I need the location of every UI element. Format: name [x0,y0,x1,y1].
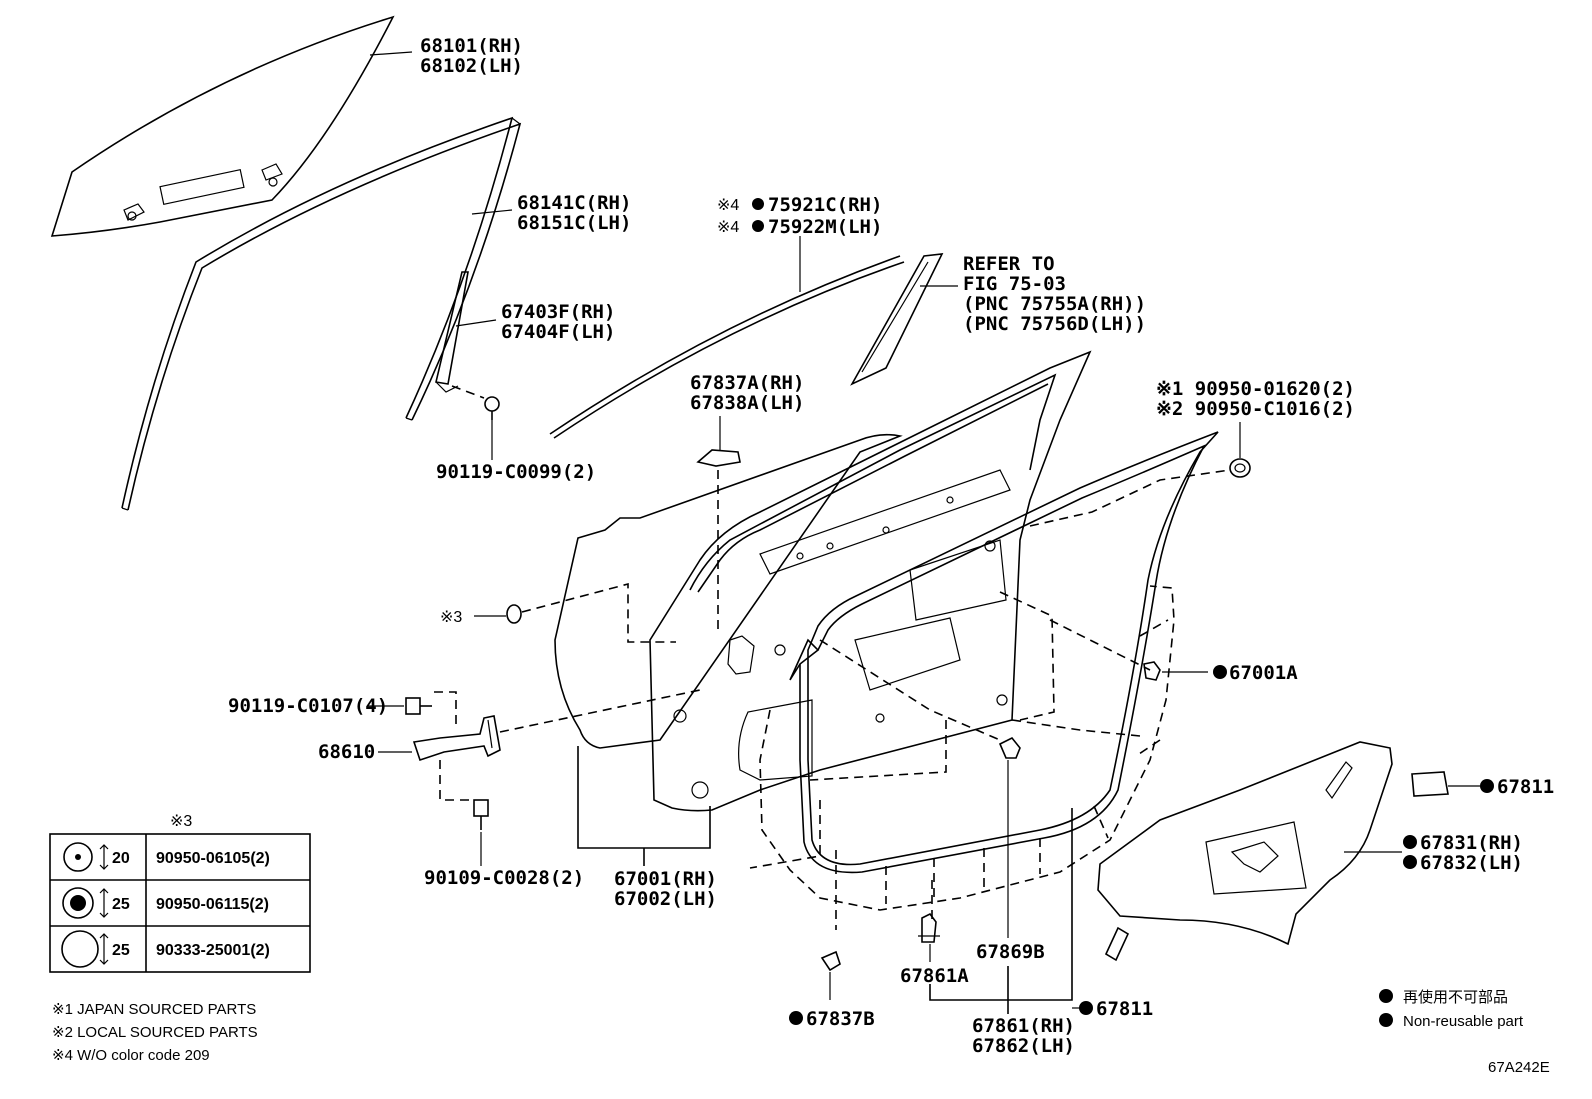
legend-jp: 再使用不可部品 [1403,989,1508,1006]
plug-medium-icon [62,887,94,919]
door-panel-inner-drawing [649,350,1092,812]
glass-run-drawing [121,116,522,511]
legend-dot-icon [1379,1013,1393,1027]
label-67837a: 67837A(RH) [690,372,804,394]
label-68151c: 68151C(LH) [517,212,631,234]
note-color-code: ※4 W/O color code 209 [52,1047,210,1064]
label-68102: 68102(LH) [420,55,523,77]
label-67831: 67831(RH) [1420,832,1523,854]
label-67811-bottom: 67811 [1096,998,1153,1020]
garnish-drawing [850,253,944,386]
label-67861a: 67861A [900,965,969,987]
weatherstrip-drawing [789,431,1219,874]
table-part-3: 90333-25001(2) [156,942,270,959]
note-local-sourced: ※2 LOCAL SOURCED PARTS [52,1024,258,1041]
label-67001a: 67001A [1229,662,1298,684]
table-size-3: 25 [112,942,130,959]
non-reusable-dot-icon [752,198,764,210]
label-90119-c0099: 90119-C0099(2) [436,461,596,483]
door-check-drawing [412,715,501,762]
label-90950-c1016: ※2 90950-C1016(2) [1156,398,1355,420]
table-part-1: 90950-06105(2) [156,850,270,867]
plug-icon [1229,458,1251,478]
hole-plug-icon [506,604,522,624]
non-reusable-dot-icon [789,1011,803,1025]
label-67832: 67832(LH) [1420,852,1523,874]
table-part-2: 90950-06115(2) [156,896,269,913]
bolt-icon [473,799,489,830]
mark-note4-1: ※4 [717,197,739,214]
mark-note4-2: ※4 [717,219,739,236]
label-67002: 67002(LH) [614,888,717,910]
sash-drawing [435,271,469,393]
cover-part-icon [696,449,741,467]
clip-icon [998,736,1021,759]
note-japan-sourced: ※1 JAPAN SOURCED PARTS [52,1001,256,1018]
clip-icon [820,950,841,972]
table-size-1: 20 [112,850,130,867]
plug-large-icon [61,930,99,968]
bolt-icon [405,697,432,715]
refer-pnc-lh-text: (PNC 75756D(LH)) [963,313,1146,335]
label-68141c: 68141C(RH) [517,192,631,214]
non-reusable-dot-icon [1213,665,1227,679]
plug-size-table: 20 90950-06105(2) 25 90950-06115(2) 25 9… [49,833,311,973]
clip-icon [918,912,940,943]
non-reusable-dot-icon [1480,779,1494,793]
non-reusable-dot-icon [1403,855,1417,869]
service-hole-cover-drawing [1097,741,1393,946]
label-68610: 68610 [318,741,375,763]
label-67837b: 67837B [806,1008,875,1030]
non-reusable-dot-icon [752,220,764,232]
label-67862: 67862(LH) [972,1035,1075,1057]
label-90119-c0107: 90119-C0107(4) [228,695,388,717]
label-90109-c0028: 90109-C0028(2) [424,867,584,889]
table-size-2: 25 [112,896,130,913]
door-glass-drawing [50,15,395,237]
clip-icon [1143,661,1161,681]
table-title: ※3 [170,813,192,830]
label-90950-01620: ※1 90950-01620(2) [1156,378,1355,400]
label-67403f: 67403F(RH) [501,301,615,323]
refer-fig-text: FIG 75-03 [963,273,1066,295]
refer-to-text: REFER TO [963,253,1055,275]
label-75922m: 75922M(LH) [768,216,882,238]
plug-small-icon [63,842,93,872]
label-67811-top: 67811 [1497,776,1554,798]
seal-pad-icon [1104,926,1130,962]
label-67001: 67001(RH) [614,868,717,890]
non-reusable-dot-icon [1079,1001,1093,1015]
legend-en: Non-reusable part [1403,1013,1524,1030]
label-68101: 68101(RH) [420,35,523,57]
label-67838a: 67838A(LH) [690,392,804,414]
label-note3-plug: ※3 [440,609,462,626]
label-67861: 67861(RH) [972,1015,1075,1037]
belt-moulding-drawing [549,255,905,439]
figure-code: 67A242E [1488,1059,1550,1076]
label-67404f: 67404F(LH) [501,321,615,343]
door-panel-outer-drawing [554,433,903,749]
screw-icon [484,396,500,420]
refer-pnc-rh-text: (PNC 75755A(RH)) [963,293,1146,315]
legend-dot-icon [1379,989,1393,1003]
label-67869b: 67869B [976,941,1045,963]
label-75921c: 75921C(RH) [768,194,882,216]
seal-pad-icon [1411,771,1449,797]
non-reusable-dot-icon [1403,835,1417,849]
